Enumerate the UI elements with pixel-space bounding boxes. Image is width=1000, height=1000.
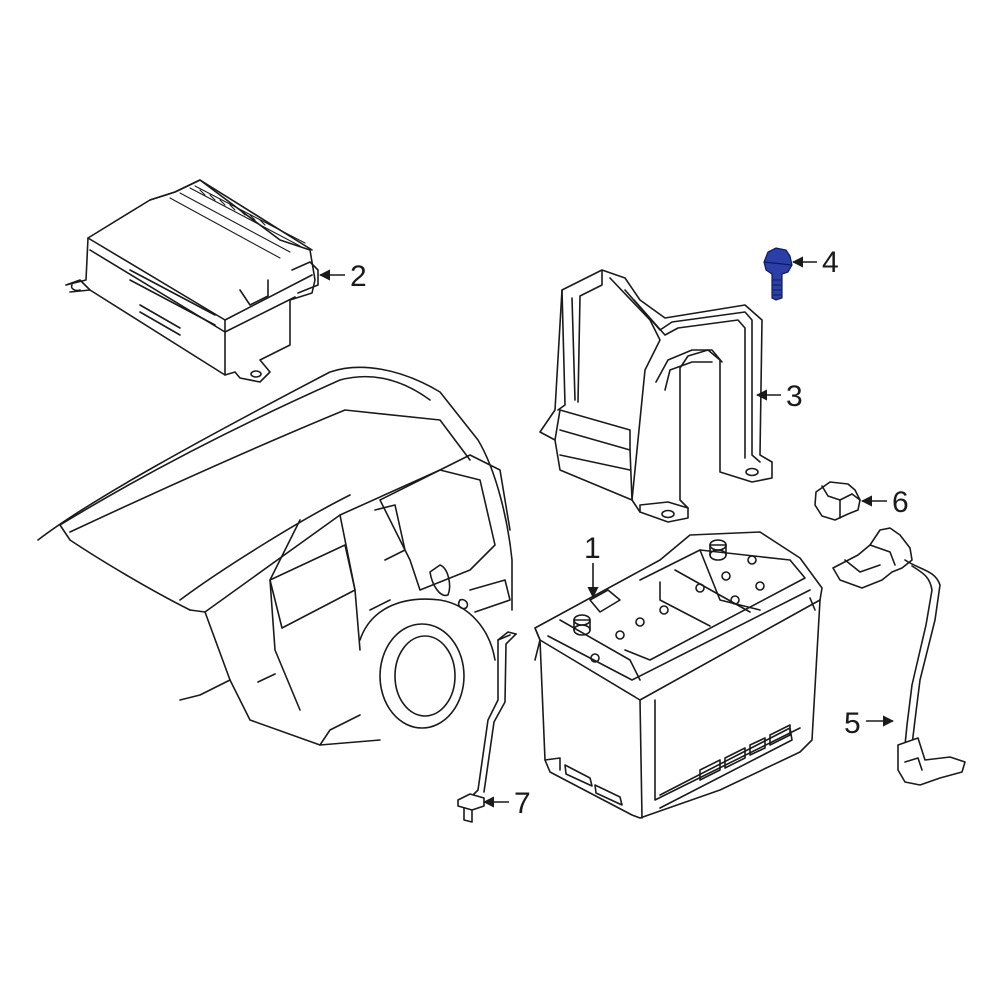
callout-label-5: 5 [844, 707, 861, 740]
part-3-battery-bracket[interactable] [539, 269, 773, 523]
callout-3: 3 [755, 380, 803, 413]
part-1-battery[interactable] [534, 531, 823, 819]
callout-label-7: 7 [514, 787, 531, 820]
callout-label-6: 6 [892, 486, 909, 519]
callout-6: 6 [860, 486, 909, 519]
callout-7: 7 [482, 787, 531, 820]
callout-label-1: 1 [584, 532, 601, 565]
callout-1: 1 [584, 532, 601, 599]
part-2-control-module[interactable] [65, 179, 319, 383]
vehicle-outline [37, 366, 513, 746]
part-4-bolt[interactable] [763, 247, 793, 301]
callout-2: 2 [318, 260, 367, 293]
part-5-sensor-cable[interactable] [832, 527, 966, 786]
part-7-hose[interactable] [457, 631, 517, 823]
callout-label-4: 4 [822, 246, 839, 279]
part-6-cap[interactable] [814, 481, 861, 521]
callout-5: 5 [844, 707, 895, 740]
callout-4: 4 [791, 246, 839, 279]
callout-label-2: 2 [350, 260, 367, 293]
callout-label-3: 3 [786, 380, 803, 413]
